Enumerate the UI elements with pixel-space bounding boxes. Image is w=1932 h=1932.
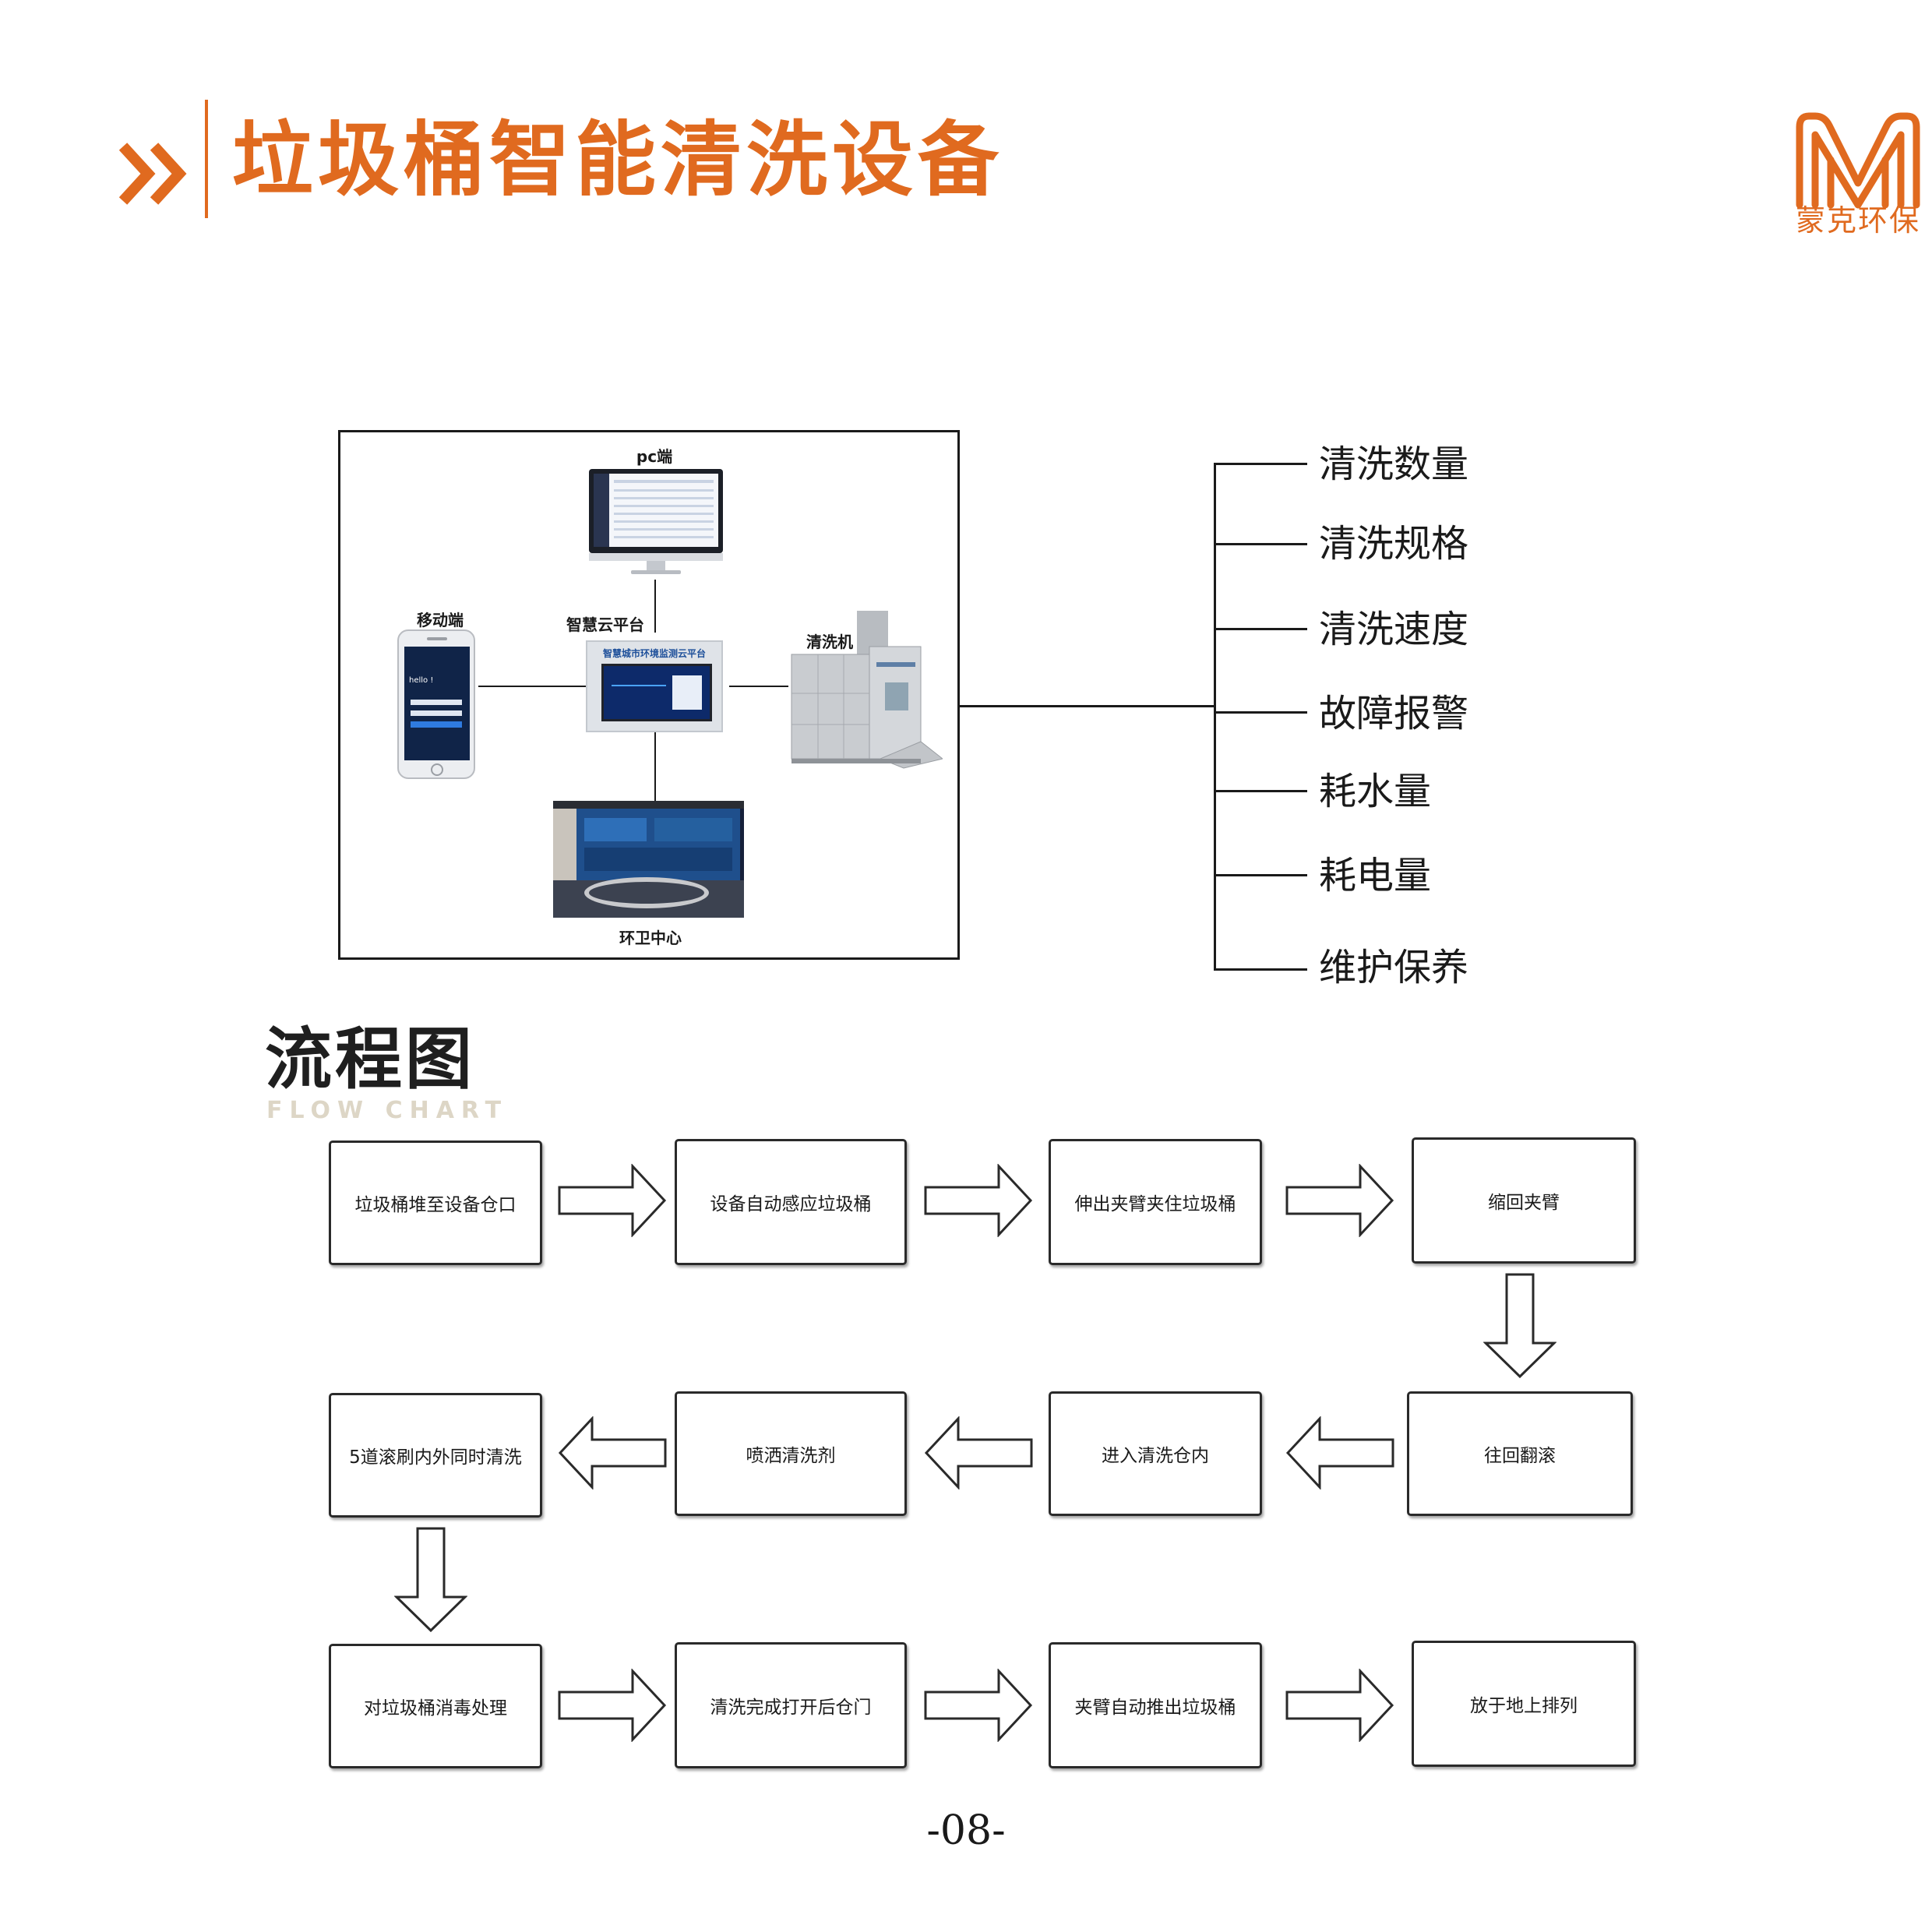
bracket-branch [1214,463,1307,465]
system-diagram-frame [338,430,960,960]
flow-step: 放于地上排列 [1412,1641,1636,1767]
arrow-left-icon [558,1416,667,1490]
arrow-right-icon [1285,1164,1394,1237]
feature-item: 故障报警 [1319,692,1469,735]
arrow-left-icon [924,1416,1033,1490]
arrow-right-icon [558,1669,667,1742]
flow-chart-title: 流程图 [265,1021,475,1098]
connector-cloud-machine [729,686,788,687]
arrow-right-icon [924,1669,1033,1742]
arrow-right-icon [558,1164,667,1237]
flow-step: 设备自动感应垃圾桶 [675,1139,907,1265]
flow-step: 5道滚刷内外同时清洗 [329,1393,542,1518]
flow-chart-subtitle: FLOW CHART [266,1097,509,1124]
mobile-label: 移动端 [417,611,464,629]
arrow-right-icon [924,1164,1033,1237]
feature-item: 清洗规格 [1319,522,1469,566]
cloud-platform-screen-image: 智慧城市环境监测云平台 [586,640,723,732]
arrow-down-icon [394,1527,467,1633]
arrow-right-icon [1285,1669,1394,1742]
flow-step: 进入清洗仓内 [1049,1391,1262,1516]
flow-step: 伸出夹臂夹住垃圾桶 [1049,1139,1262,1265]
bracket-branch [1214,790,1307,792]
bracket-branch [1214,968,1307,971]
double-chevron-icon [118,143,187,205]
logo-text: 蒙克环保 [1795,203,1920,238]
connector-mobile-cloud [478,686,586,687]
bracket-branch [1214,711,1307,714]
company-logo-icon [1796,112,1920,209]
flow-step: 清洗完成打开后仓门 [675,1642,907,1768]
arrow-down-icon [1483,1273,1557,1379]
arrow-left-icon [1285,1416,1394,1490]
pc-monitor-image [589,469,723,574]
bracket-branch [1214,628,1307,630]
feature-item: 耗电量 [1319,854,1432,897]
flow-step: 夹臂自动推出垃圾桶 [1049,1642,1262,1768]
washing-machine-image [791,611,943,769]
feature-item: 清洗速度 [1319,608,1469,651]
bracket-spine [1214,463,1216,971]
feature-item: 清洗数量 [1319,442,1469,486]
feature-item: 耗水量 [1319,770,1432,813]
title-divider [205,100,208,218]
bracket-branch [1214,874,1307,876]
connector-pc-cloud [654,580,656,633]
connector-cloud-center [654,732,656,801]
sanitation-center-label: 环卫中心 [619,929,682,947]
cloud-platform-label: 智慧云平台 [566,615,644,634]
phone-greeting: hello ! [409,676,434,685]
flow-step: 对垃圾桶消毒处理 [329,1644,542,1768]
flow-step: 缩回夹臂 [1412,1137,1636,1264]
feature-item: 维护保养 [1319,946,1469,989]
cloud-screen-title: 智慧城市环境监测云平台 [602,648,706,659]
sanitation-center-image [553,801,744,918]
flow-step: 往回翻滚 [1407,1391,1633,1516]
machine-label: 清洗机 [806,633,853,651]
bracket-branch [1214,543,1307,545]
page-title: 垃圾桶智能清洗设备 [232,112,1004,207]
flow-step: 垃圾桶堆至设备仓口 [329,1141,542,1265]
flow-step: 喷洒清洗剂 [675,1391,907,1516]
mobile-phone-image: hello ! [397,629,475,779]
pc-label: pc端 [636,447,673,466]
bracket-stem [960,705,1215,707]
page-number: -08- [926,1807,1006,1854]
